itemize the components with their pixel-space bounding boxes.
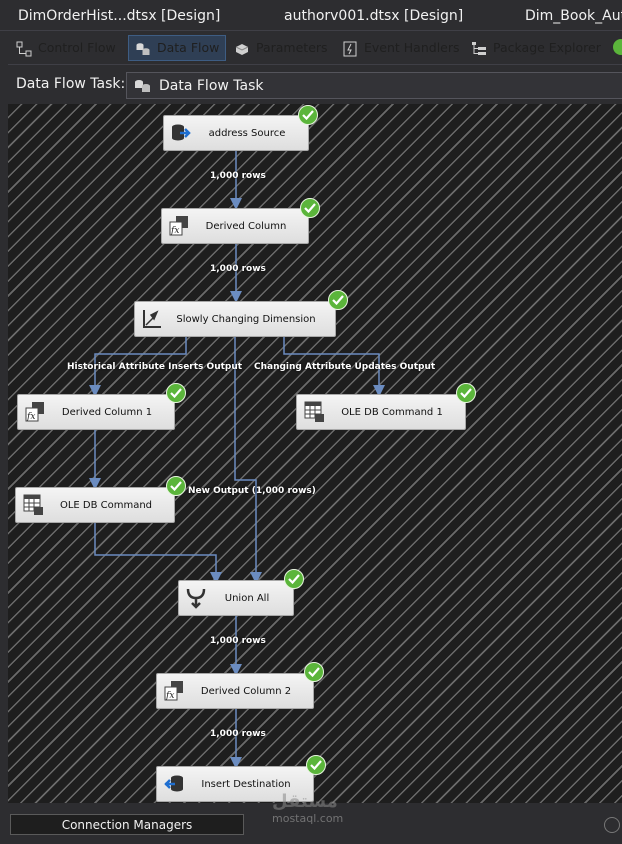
component-label: Derived Column 1 xyxy=(61,406,153,418)
fx-icon: fx xyxy=(168,215,190,237)
source-icon xyxy=(170,122,192,144)
path-label-derived2-rows: 1,000 rows xyxy=(210,729,266,739)
tab-parameters-label: Parameters xyxy=(256,40,328,55)
svg-text:fx: fx xyxy=(170,226,179,236)
success-check-icon xyxy=(284,569,304,589)
component-ole-db-command-1[interactable]: OLE DB Command 1 xyxy=(296,394,466,430)
document-tab-dim-book-author[interactable]: Dim_Book_Aut xyxy=(525,8,622,24)
component-label: Derived Column xyxy=(205,220,287,232)
path-label-derived-rows: 1,000 rows xyxy=(210,264,266,274)
component-derived-column-1[interactable]: fx Derived Column 1 xyxy=(17,394,175,430)
designer-tab-strip: Control Flow Data Flow Parameters Event … xyxy=(8,32,622,65)
tab-package-explorer-label: Package Explorer xyxy=(493,40,601,55)
path-label-union-rows: 1,000 rows xyxy=(210,636,266,646)
tab-event-handlers[interactable]: Event Handlers xyxy=(342,35,460,61)
data-flow-task-icon xyxy=(133,77,151,95)
component-address-source[interactable]: address Source xyxy=(163,115,309,151)
scd-icon xyxy=(141,308,163,330)
scroll-indicator-icon xyxy=(604,817,620,833)
success-check-icon xyxy=(298,105,318,125)
watermark-logo: مستقل xyxy=(272,791,338,812)
path-label-source-rows: 1,000 rows xyxy=(210,171,266,181)
success-check-icon xyxy=(304,662,324,682)
tab-data-flow-label: Data Flow xyxy=(157,40,220,55)
component-insert-destination[interactable]: Insert Destination xyxy=(156,766,314,802)
component-label: Derived Column 2 xyxy=(200,685,292,697)
svg-text:fx: fx xyxy=(26,412,35,422)
task-label: Data Flow Task: xyxy=(16,76,126,92)
parameters-icon xyxy=(234,40,250,56)
component-union-all[interactable]: Union All xyxy=(178,580,294,616)
path-historical-output xyxy=(89,337,187,397)
success-check-icon xyxy=(166,383,186,403)
tab-control-flow-label: Control Flow xyxy=(38,40,116,55)
success-check-icon xyxy=(306,755,326,775)
task-selector-bar: Data Flow Task: Data Flow Task xyxy=(8,68,622,102)
tab-control-flow[interactable]: Control Flow xyxy=(16,35,116,61)
tab-package-explorer[interactable]: Package Explorer xyxy=(471,35,601,61)
path-changing-output xyxy=(283,337,385,397)
component-label: Union All xyxy=(224,592,270,604)
tab-parameters[interactable]: Parameters xyxy=(234,35,328,61)
document-tab-strip: DimOrderHist...dtsx [Design] authorv001.… xyxy=(0,0,622,31)
component-label: address Source xyxy=(208,127,286,139)
component-ole-db-command[interactable]: OLE DB Command xyxy=(15,487,175,523)
data-flow-task-value: Data Flow Task xyxy=(159,77,264,94)
control-flow-icon xyxy=(16,40,32,57)
component-derived-column[interactable]: fx Derived Column xyxy=(161,208,309,244)
destination-icon xyxy=(163,773,185,795)
table-icon xyxy=(22,494,44,516)
success-check-icon xyxy=(166,476,186,496)
path-label-changing-output[interactable]: Changing Attribute Updates Output xyxy=(254,362,436,372)
component-label: OLE DB Command xyxy=(59,499,153,511)
package-explorer-icon xyxy=(471,40,487,56)
data-flow-icon xyxy=(135,40,151,56)
fx-icon: fx xyxy=(24,401,46,423)
success-check-icon xyxy=(328,290,348,310)
success-check-icon xyxy=(300,198,320,218)
path-label-new-output[interactable]: New Output (1,000 rows) xyxy=(188,486,316,496)
connection-managers-strip: Connection Managers xyxy=(0,803,622,844)
table-icon xyxy=(303,401,325,423)
path-new-output xyxy=(234,337,262,584)
component-label: Slowly Changing Dimension xyxy=(176,313,316,325)
fx-icon: fx xyxy=(163,680,185,702)
document-tab-dimorderhist[interactable]: DimOrderHist...dtsx [Design] xyxy=(18,8,221,24)
component-label: OLE DB Command 1 xyxy=(341,406,443,418)
success-check-icon xyxy=(456,383,476,403)
overflow-status-icon xyxy=(613,39,622,55)
svg-text:fx: fx xyxy=(165,691,174,701)
path-label-historical-output[interactable]: Historical Attribute Inserts Output xyxy=(67,362,243,372)
component-derived-column-2[interactable]: fx Derived Column 2 xyxy=(156,673,314,709)
tab-data-flow[interactable]: Data Flow xyxy=(128,35,226,61)
tab-event-handlers-label: Event Handlers xyxy=(364,40,460,55)
flow-paths xyxy=(89,151,385,769)
document-tab-authorv001[interactable]: authorv001.dtsx [Design] xyxy=(284,8,464,24)
watermark-url: mostaql.com xyxy=(272,812,344,825)
component-slowly-changing-dimension[interactable]: Slowly Changing Dimension xyxy=(134,301,336,337)
union-icon xyxy=(185,587,207,609)
data-flow-canvas[interactable]: 1,000 rows 1,000 rows Historical Attribu… xyxy=(8,104,622,803)
event-handlers-icon xyxy=(342,40,358,57)
component-label: Insert Destination xyxy=(201,778,291,790)
data-flow-task-dropdown[interactable]: Data Flow Task xyxy=(126,72,622,99)
connection-managers-tab[interactable]: Connection Managers xyxy=(10,814,244,835)
path-oledb-to-union xyxy=(94,522,222,584)
